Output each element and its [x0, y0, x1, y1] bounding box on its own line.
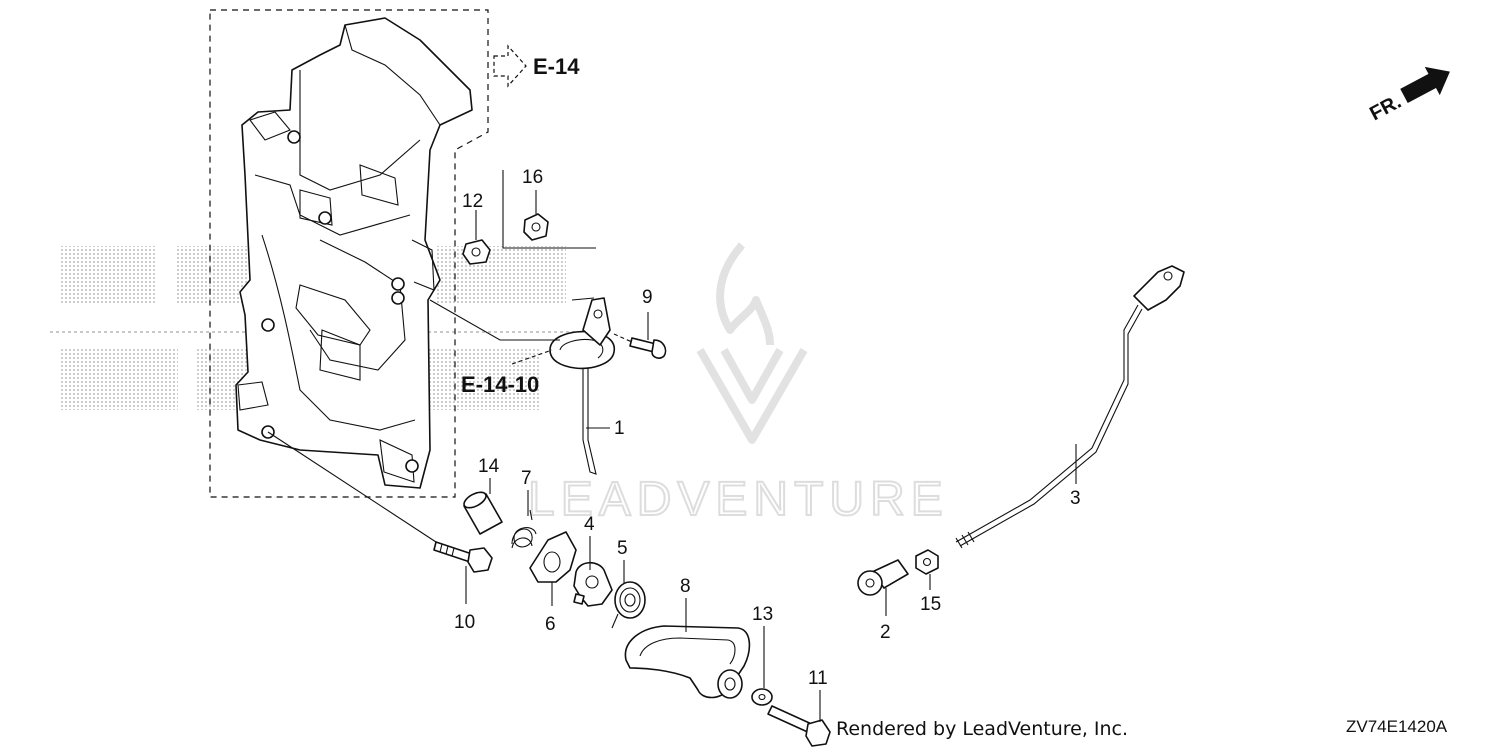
callout-16: 16	[522, 167, 543, 188]
part-15-nut	[915, 549, 939, 575]
callout-3: 3	[1070, 488, 1081, 509]
part-10-bolt	[433, 541, 493, 573]
callout-5: 5	[617, 538, 628, 559]
callout-8: 8	[680, 576, 691, 597]
callout-1: 1	[614, 418, 625, 439]
callout-13: 13	[752, 604, 773, 625]
part-16-nut	[523, 213, 549, 241]
callout-14: 14	[478, 456, 500, 477]
reference-label-main[interactable]: E-14	[533, 54, 580, 79]
diagram-code: ZV74E1420A	[1346, 717, 1448, 736]
callout-2: 2	[880, 622, 891, 643]
callout-7: 7	[521, 468, 532, 489]
front-direction-arrow-icon: FR.	[1366, 66, 1450, 126]
callout-11: 11	[808, 668, 828, 689]
part-16-bracket-line	[502, 170, 596, 249]
reference-label-sub[interactable]: E-14-10	[461, 372, 539, 397]
part-11-bolt	[767, 705, 831, 747]
callout-6: 6	[545, 614, 556, 635]
callout-10: 10	[454, 612, 475, 633]
part-3-rod	[955, 265, 1185, 549]
part-1-lever-assembly	[549, 297, 616, 475]
part-5-coil-spring	[611, 581, 646, 629]
reference-arrow-e14	[493, 44, 527, 88]
render-credit: Rendered by LeadVenture, Inc.	[836, 718, 1129, 740]
watermark-text: LEADVENTURE	[528, 473, 949, 526]
part-12-grommet	[462, 239, 491, 265]
callout-15: 15	[920, 594, 941, 615]
part-4-cam	[573, 561, 613, 607]
leadventure-logo-watermark	[696, 242, 808, 444]
part-13-washer	[751, 688, 773, 706]
leader-lines	[267, 190, 1077, 722]
bracket-assembly	[235, 17, 473, 489]
part-2-rod-end	[857, 559, 909, 596]
part-6-plate	[529, 531, 577, 583]
part-14-sleeve	[463, 491, 503, 535]
part-8-arm	[624, 625, 751, 699]
callout-12: 12	[462, 191, 483, 212]
assembly-boundary	[209, 9, 489, 498]
part-9-screw	[629, 337, 667, 359]
callout-4: 4	[584, 514, 595, 535]
callout-9: 9	[642, 287, 653, 308]
direction-label: FR.	[1366, 91, 1405, 126]
part-7-spring	[511, 509, 537, 549]
